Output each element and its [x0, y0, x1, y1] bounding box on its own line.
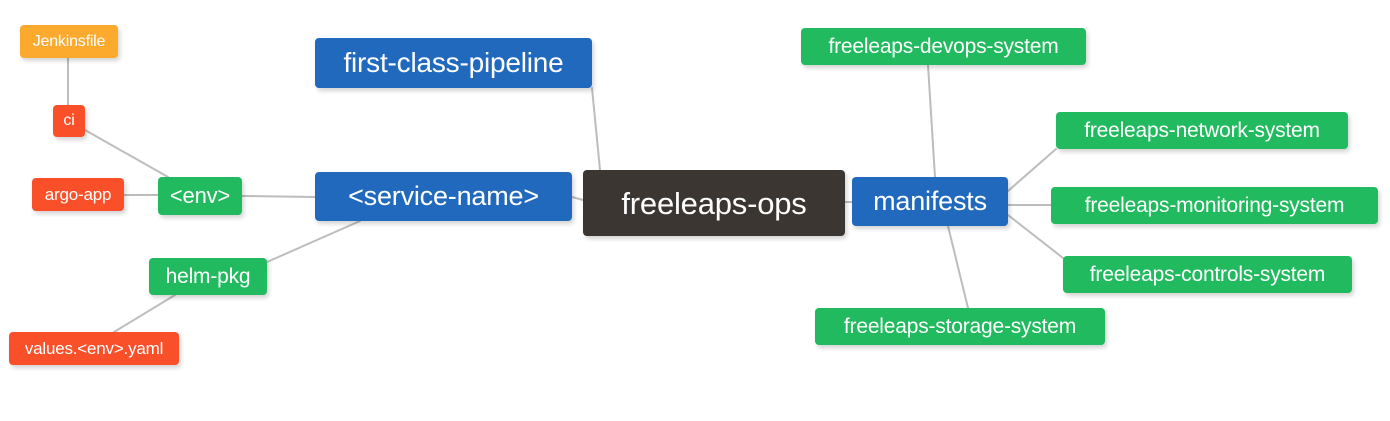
- node-label-freeleaps-storage-system: freeleaps-storage-system: [843, 315, 1077, 338]
- node-label-freeleaps-monitoring-system: freeleaps-monitoring-system: [1084, 194, 1345, 217]
- node-label-jenkinsfile: Jenkinsfile: [32, 32, 106, 50]
- node-first-class-pipeline[interactable]: first-class-pipeline: [315, 38, 592, 88]
- node-freeleaps-monitoring-system[interactable]: freeleaps-monitoring-system: [1051, 187, 1378, 224]
- node-label-helm-pkg: helm-pkg: [165, 265, 251, 288]
- node-label-ci: ci: [63, 112, 75, 129]
- edge-manifests-to-freeleaps-network-system: [1007, 148, 1057, 192]
- node-freeleaps-network-system[interactable]: freeleaps-network-system: [1056, 112, 1348, 149]
- node-label-values-env-yaml: values.<env>.yaml: [24, 339, 164, 358]
- node-values-env-yaml[interactable]: values.<env>.yaml: [9, 332, 179, 365]
- node-freeleaps-devops-system[interactable]: freeleaps-devops-system: [801, 28, 1086, 65]
- node-helm-pkg[interactable]: helm-pkg: [149, 258, 267, 295]
- node-freeleaps-storage-system[interactable]: freeleaps-storage-system: [815, 308, 1105, 345]
- node-env[interactable]: <env>: [158, 177, 242, 215]
- edge-manifests-to-freeleaps-devops-system: [927, 64, 936, 178]
- edge-freeleaps-ops-to-service-name: [571, 196, 584, 201]
- node-argo-app[interactable]: argo-app: [32, 178, 124, 211]
- node-label-argo-app: argo-app: [44, 185, 112, 204]
- node-label-freeleaps-devops-system: freeleaps-devops-system: [828, 35, 1059, 58]
- node-label-env: <env>: [169, 183, 231, 208]
- node-jenkinsfile[interactable]: Jenkinsfile: [20, 25, 118, 58]
- edge-freeleaps-ops-to-first-class-pipeline: [591, 87, 601, 171]
- node-label-freeleaps-ops: freeleaps-ops: [621, 185, 807, 221]
- edge-env-to-ci: [84, 129, 169, 178]
- node-label-service-name: <service-name>: [348, 181, 539, 211]
- edge-helm-pkg-to-values-env-yaml: [113, 294, 176, 333]
- edge-manifests-to-freeleaps-storage-system: [947, 225, 969, 309]
- node-freeleaps-controls-system[interactable]: freeleaps-controls-system: [1063, 256, 1352, 293]
- node-service-name[interactable]: <service-name>: [315, 172, 572, 221]
- node-ci[interactable]: ci: [53, 105, 85, 137]
- node-manifests[interactable]: manifests: [852, 177, 1008, 226]
- node-label-freeleaps-network-system: freeleaps-network-system: [1084, 119, 1320, 142]
- node-freeleaps-ops[interactable]: freeleaps-ops: [583, 170, 845, 236]
- edge-service-name-to-env: [241, 195, 316, 198]
- node-label-freeleaps-controls-system: freeleaps-controls-system: [1089, 263, 1326, 286]
- edge-service-name-to-helm-pkg: [266, 220, 361, 263]
- node-label-manifests: manifests: [873, 186, 987, 216]
- node-label-first-class-pipeline: first-class-pipeline: [343, 47, 564, 78]
